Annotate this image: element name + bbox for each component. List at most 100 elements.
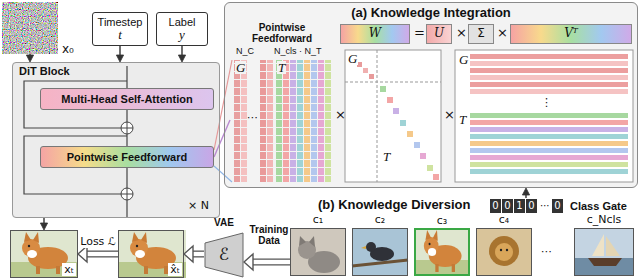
data-label: Training Data	[247, 224, 291, 246]
matrix-cell	[363, 68, 368, 73]
matrix-row	[470, 169, 628, 174]
connector	[184, 246, 204, 262]
connector	[244, 254, 290, 270]
zoom-line	[214, 166, 232, 182]
node-text: (a) Knowledge Integration	[225, 5, 637, 20]
vae-encoder: VAEℰ	[204, 232, 244, 278]
dog-photo	[414, 228, 470, 276]
ellipsis: ⋮	[541, 97, 552, 109]
connector-line	[181, 46, 182, 56]
group-label: G	[347, 52, 358, 65]
matrix-cell	[407, 131, 413, 137]
photo-ground	[290, 228, 346, 276]
class-image: c₃	[414, 228, 470, 276]
boat-sail	[592, 234, 604, 256]
arrow-head	[184, 246, 193, 262]
add-symbol	[121, 188, 133, 200]
ellipsis: ⋯	[247, 112, 258, 124]
node-text: 1	[514, 199, 525, 213]
bird-beak	[361, 246, 366, 249]
matrix-cell	[427, 165, 433, 171]
boat-photo	[574, 228, 634, 276]
equals-sign: =	[414, 26, 425, 40]
arrow-head	[244, 254, 253, 270]
cat-ear	[309, 236, 315, 247]
matrix-row	[470, 148, 628, 153]
repeat-count: × N	[188, 200, 209, 212]
group-label: T	[458, 113, 467, 126]
add-symbol	[121, 122, 133, 134]
node-text: c₃	[412, 215, 472, 227]
connector	[178, 46, 185, 62]
boat-hull	[588, 258, 622, 266]
matrix-row	[470, 82, 628, 87]
group-label: T	[277, 61, 286, 74]
connector	[214, 120, 230, 157]
connector-line	[119, 46, 120, 56]
arrow-head	[40, 223, 47, 230]
noise-image	[2, 2, 58, 54]
dog-photo	[10, 230, 78, 278]
boat-sail	[606, 236, 620, 256]
node-text: Pointwise Feedforward	[230, 22, 334, 44]
v-matrix	[455, 50, 633, 182]
input-box: Timestept	[92, 12, 148, 46]
encoder-shape	[205, 233, 243, 277]
node-text: 0	[490, 199, 501, 213]
node-text: U	[434, 27, 444, 40]
matrix-bar: Σ	[468, 24, 494, 44]
feedforward-box: Pointwise Feedforward	[40, 146, 214, 168]
matrix-row	[470, 89, 628, 94]
node-text: c₄	[473, 214, 535, 226]
panel: Pointwise Feedforward W U Σ Vᵀ (a) Knowledge …	[224, 2, 638, 188]
image-frame: x̂ₜ	[118, 230, 184, 278]
matrix-cell	[420, 153, 426, 159]
node-text: c_Ncls	[571, 214, 637, 226]
lion-photo	[476, 228, 532, 276]
node-text: W	[369, 27, 381, 40]
arrow-head	[522, 188, 529, 195]
photo-ground	[352, 228, 408, 276]
arrow-head	[178, 55, 185, 62]
edge-label: Loss ℒ	[79, 235, 117, 248]
dit-block: Multi-Head Self-AttentionPointwise Feedf…	[12, 62, 220, 218]
matrix-cell	[369, 74, 374, 79]
node-text: x̂ₜ	[168, 263, 182, 276]
photo-ground	[574, 228, 634, 276]
matrix-divider	[345, 50, 441, 182]
connector-line	[192, 251, 204, 258]
matrix-row	[470, 141, 628, 146]
matrix-row	[470, 134, 628, 139]
dimension-label: N_cls · N_T	[274, 47, 322, 57]
sigma-matrix	[345, 50, 441, 182]
matrix-row	[470, 113, 628, 118]
group-label: G	[458, 53, 469, 66]
lion-face	[495, 243, 513, 261]
matrix-cell	[414, 142, 420, 148]
matrix-row	[470, 54, 628, 59]
dog-photo	[118, 230, 186, 278]
arrow-head	[26, 55, 33, 62]
weight-matrix	[234, 60, 332, 182]
node-text: Pointwise Feedforward	[67, 151, 187, 163]
class-image: c₁	[290, 228, 346, 276]
matrix-row	[470, 61, 628, 66]
connector	[522, 188, 529, 198]
matrix-cell	[393, 108, 399, 114]
matrix-bar: Vᵀ	[510, 24, 632, 44]
group-label: T	[382, 150, 391, 163]
connector-line	[214, 120, 230, 157]
class-image: c₂	[352, 228, 408, 276]
node-text: 0	[552, 199, 563, 213]
group-label: G	[235, 61, 246, 74]
node-text: t	[118, 28, 122, 42]
arrow-head	[78, 246, 87, 262]
class-image: c₄	[476, 228, 532, 276]
node-text: y	[179, 28, 185, 42]
matrix-cell	[433, 174, 439, 180]
arrow-head	[116, 55, 123, 62]
section-title: (b) Knowledge Diversion	[318, 198, 470, 212]
matrix-grid	[234, 60, 332, 182]
attention-box: Multi-Head Self-Attention	[40, 88, 214, 110]
cat-ear	[299, 236, 306, 246]
